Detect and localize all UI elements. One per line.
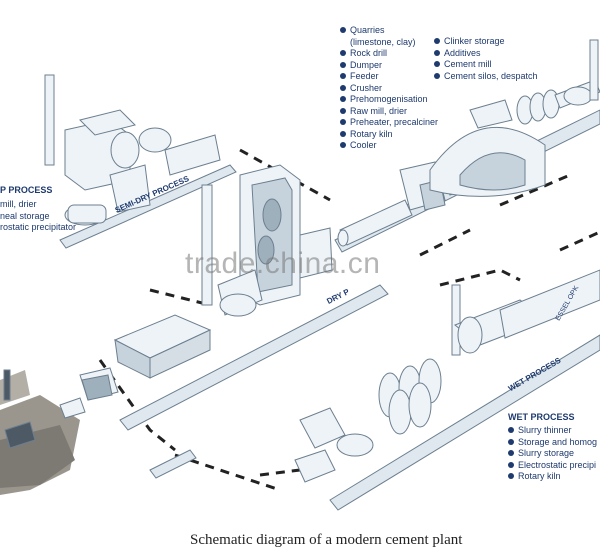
top-legend-left: Quarries (limestone, clay) Rock drill Du…: [340, 25, 438, 152]
diagram-caption: Schematic diagram of a modern cement pla…: [190, 532, 463, 548]
semi-dry-equipment: [44, 74, 221, 226]
dry-process-equipment: [201, 164, 333, 317]
semi-dry-process-title: P PROCESS: [0, 185, 53, 195]
bullet-icon: [340, 96, 346, 102]
wet-process-equipment: [294, 269, 600, 483]
legend-item: Additives: [434, 48, 538, 60]
legend-item: Raw mill, drier: [340, 106, 438, 118]
legend-item: Clinker storage: [434, 36, 538, 48]
cement-mill-silos: [516, 39, 600, 125]
bullet-icon: [340, 50, 346, 56]
bullet-icon: [508, 450, 514, 456]
wet-process-title: WET PROCESS: [508, 412, 575, 422]
bullet-icon: [340, 73, 346, 79]
legend-item: Preheater, precalciner: [340, 117, 438, 129]
wet-legend: Slurry thinner Storage and homog Slurry …: [508, 425, 597, 483]
semi-dry-legend: mill, drier neal storage rostatic precip…: [0, 199, 76, 234]
bullet-icon: [340, 130, 346, 137]
legend-item: (limestone, clay): [350, 36, 416, 47]
top-legend-right: Clinker storage Additives Cement mill Ce…: [434, 36, 538, 82]
legend-item: Rotary kiln: [340, 129, 438, 141]
bullet-icon: [434, 72, 440, 79]
bullet-icon: [508, 438, 514, 445]
bullet-icon: [434, 38, 440, 44]
legend-item: Quarries: [340, 25, 438, 37]
bullet-icon: [508, 473, 514, 479]
watermark-text: trade.china.cn: [185, 247, 381, 280]
bullet-icon: [508, 427, 514, 433]
bullet-icon: [340, 107, 346, 114]
bullet-icon: [340, 61, 346, 68]
legend-item: Crusher: [340, 83, 438, 95]
legend-item: Slurry storage: [508, 448, 597, 460]
legend-item: Prehomogenisation: [340, 94, 438, 106]
legend-item: Feeder: [340, 71, 438, 83]
legend-item: mill, drier: [0, 199, 37, 209]
legend-item: Slurry thinner: [508, 425, 597, 437]
legend-item: Cement silos, despatch: [434, 71, 538, 83]
legend-item: Cement mill: [434, 59, 538, 71]
legend-item: Rotary kiln: [508, 471, 597, 483]
legend-item: Rock drill: [340, 48, 438, 60]
bullet-icon: [340, 119, 346, 125]
legend-item: Cooler: [340, 140, 438, 152]
bullet-icon: [340, 142, 346, 148]
legend-item: Electrostatic precipi: [508, 460, 597, 472]
legend-item: rostatic precipitator: [0, 222, 77, 232]
legend-item: Dumper: [340, 60, 438, 72]
bullet-icon: [434, 49, 440, 56]
bullet-icon: [340, 27, 346, 33]
prehomogenisation-and-crusher: [3, 314, 212, 449]
clinker-storage: [429, 99, 546, 197]
bullet-icon: [434, 61, 440, 67]
legend-item: neal storage: [0, 210, 50, 221]
bullet-icon: [508, 461, 514, 468]
bullet-icon: [340, 84, 346, 91]
legend-item: Storage and homog: [508, 437, 597, 449]
